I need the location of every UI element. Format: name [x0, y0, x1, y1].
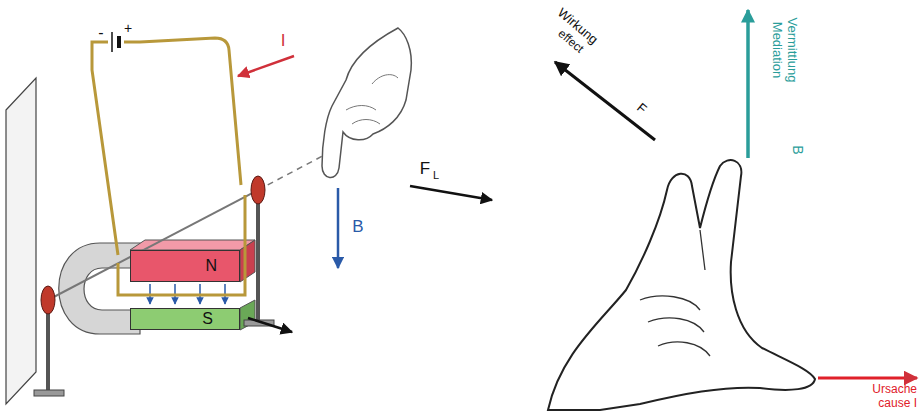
- current-arrow: [238, 56, 294, 76]
- pointing-hand: [322, 28, 411, 178]
- force-arrow: [410, 186, 492, 200]
- force-subscript: L: [433, 170, 439, 181]
- north-pole-side: [240, 240, 255, 282]
- hand-lines: [346, 75, 398, 124]
- insulator-disc: [251, 176, 265, 204]
- battery-plate: [117, 36, 121, 48]
- right-hand: [548, 160, 815, 410]
- mediation-label: Vermittlung: [786, 17, 799, 82]
- north-pole: N: [130, 250, 240, 282]
- cause-label: cause I: [878, 397, 917, 409]
- force-arrow: [248, 318, 292, 332]
- stand-base: [34, 390, 64, 396]
- stand-post: [256, 190, 260, 322]
- field-label: B: [791, 145, 805, 154]
- cause-label: Ursache: [872, 383, 917, 395]
- conductor-swing: [118, 195, 245, 295]
- current-arrow: [818, 377, 917, 380]
- supply-wire: [92, 42, 118, 255]
- field-label: B: [352, 218, 363, 235]
- pole-letter: S: [202, 311, 213, 327]
- force-label: F: [635, 100, 649, 115]
- current-label: I: [281, 32, 286, 49]
- finger-lines: [640, 230, 710, 356]
- backboard: [6, 78, 36, 404]
- force-label: F: [420, 160, 430, 177]
- field-arrow: [746, 10, 750, 158]
- supply-wire: [124, 38, 241, 185]
- battery-plate: [111, 32, 113, 52]
- field-arrow: [337, 188, 340, 268]
- north-pole-top: [130, 240, 255, 250]
- mediation-label: Mediation: [771, 22, 784, 78]
- south-pole: S: [130, 308, 240, 330]
- force-arrow: [555, 62, 655, 140]
- pole-sign: +: [124, 21, 132, 35]
- pole-sign: -: [98, 25, 103, 41]
- axle: [48, 190, 258, 300]
- axle-extension: [258, 151, 332, 190]
- pole-letter: N: [205, 258, 217, 274]
- insulator-disc: [41, 286, 55, 314]
